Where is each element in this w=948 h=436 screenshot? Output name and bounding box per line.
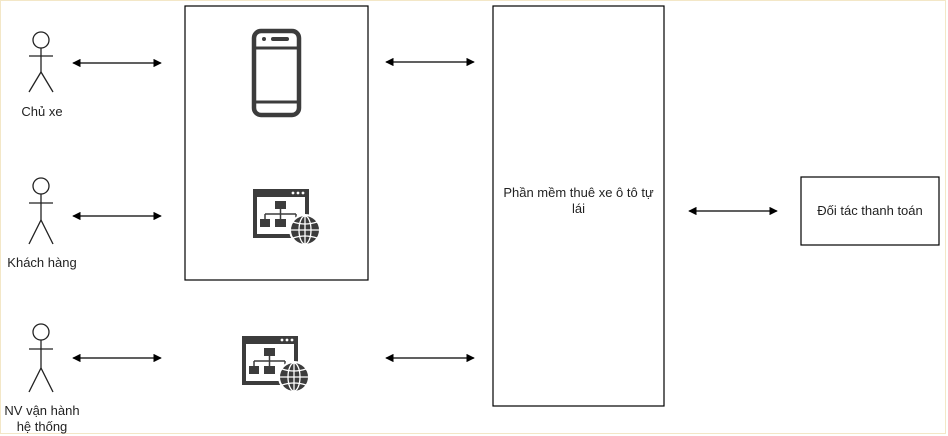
actor-customer-label: Khách hàng [7, 255, 77, 270]
actor-operator-figure [28, 323, 54, 393]
actor-customer-figure [28, 177, 54, 245]
payment-partner-box [800, 176, 940, 246]
smartphone-icon [251, 28, 302, 118]
payment-partner-label: Đối tác thanh toán [817, 203, 923, 218]
software-label: Phần mềm thuê xe ô tô tự lái [503, 185, 654, 216]
web-app-icon [253, 189, 321, 246]
operator-web-app-icon [242, 336, 310, 393]
actor-owner-label: Chủ xe [21, 104, 63, 119]
actor-operator-label: NV vận hành hệ thống [4, 403, 80, 434]
actor-owner-figure [28, 31, 54, 93]
software-box [492, 5, 665, 407]
